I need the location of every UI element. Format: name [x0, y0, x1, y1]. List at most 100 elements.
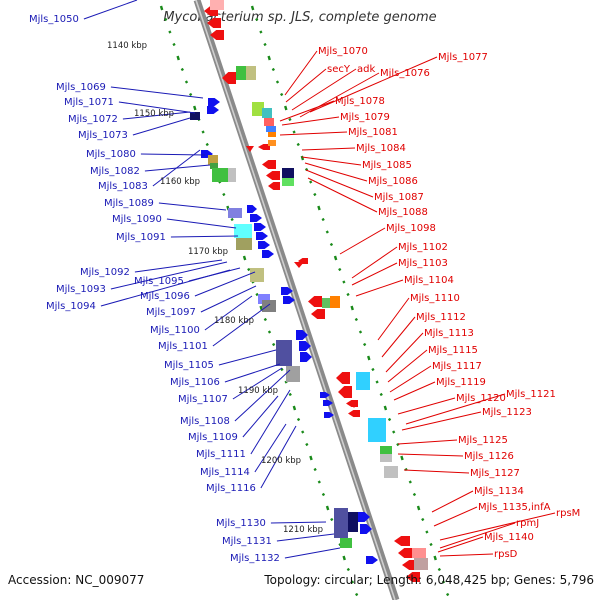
tick-dot [437, 567, 441, 572]
gene-label: Mjls_1116 [206, 483, 256, 494]
domain-block [268, 140, 276, 146]
forward-gene [247, 205, 257, 213]
leader-line [301, 147, 356, 151]
forward-gene [358, 512, 370, 522]
tick-dot [350, 580, 355, 584]
gene-label: rpmJ [516, 518, 539, 529]
domain-block [246, 66, 256, 80]
domain-block [234, 224, 252, 238]
genome-summary-text: Topology: circular; Length: 6,048,425 bp… [264, 573, 594, 587]
domain-block [262, 108, 272, 118]
leader-line [152, 149, 201, 187]
tick-dot [313, 467, 317, 472]
gene-label: Mjls_1107 [178, 394, 228, 405]
tick-dot [330, 517, 334, 522]
gene-label: Mjls_1098 [386, 223, 436, 234]
tick-dot [329, 242, 334, 247]
tick-dot [193, 105, 197, 111]
domain-block [208, 155, 218, 165]
tick-dot [433, 555, 437, 561]
tick-dot [396, 442, 400, 447]
kbp-tick-label: 1170 kbp [188, 247, 228, 257]
tick-dot [255, 292, 259, 297]
reverse-gene [311, 309, 325, 319]
tick-dot [292, 405, 297, 411]
domain-block [266, 126, 276, 132]
gene-label: Mjls_1083 [98, 181, 148, 192]
forward-gene [281, 287, 293, 295]
leader-line [401, 411, 482, 431]
leader-line [284, 547, 341, 559]
leader-line [279, 131, 348, 136]
leader-line [194, 271, 256, 297]
domain-block [250, 268, 264, 282]
tick-dot [172, 42, 176, 47]
leader-line [134, 259, 223, 273]
tick-dot [271, 67, 275, 72]
leader-line [403, 469, 470, 474]
reverse-gene [268, 182, 280, 190]
tick-dot [259, 305, 263, 311]
tick-dot [267, 330, 272, 334]
reverse-gene [262, 160, 276, 169]
forward-gene [296, 330, 308, 340]
leader-line [270, 521, 327, 524]
tick-dot [292, 130, 296, 134]
domain-block [380, 454, 392, 462]
gene-label: Mjls_1100 [150, 325, 200, 336]
domain-block [212, 168, 228, 182]
tick-dot [392, 430, 396, 434]
reverse-gene [246, 146, 254, 152]
gene-label: Mjls_1111 [196, 449, 246, 460]
leader-line [204, 295, 253, 331]
forward-gene [300, 352, 312, 362]
tick-dot [379, 392, 383, 397]
domain-block [348, 512, 358, 532]
tick-dot [288, 117, 292, 122]
gene-label: Mjls_1072 [68, 114, 118, 125]
tick-dot [342, 555, 346, 561]
gene-label: Mjls_1093 [56, 284, 106, 295]
leader-line [397, 453, 464, 457]
forward-gene [208, 98, 220, 106]
gene-label: Mjls_1077 [438, 52, 488, 63]
domain-block [412, 548, 426, 558]
tick-dot [408, 480, 412, 484]
tick-dot [313, 192, 317, 197]
tick-dot [321, 492, 326, 497]
tick-dot [309, 180, 313, 184]
domain-block [384, 466, 398, 478]
leader-line [339, 227, 386, 255]
forward-gene [254, 223, 266, 231]
domain-block [210, 163, 218, 169]
leader-line [110, 261, 228, 290]
leader-line [351, 262, 398, 286]
gene-label: adk [357, 64, 375, 75]
forward-gene [250, 214, 262, 222]
leader-line [377, 297, 410, 341]
leader-line [118, 101, 196, 114]
tick-dot [416, 505, 421, 511]
tick-dot [358, 330, 363, 334]
tick-dot [383, 405, 388, 411]
leader-line [170, 235, 239, 238]
kbp-tick-label: 1180 kbp [214, 316, 254, 326]
gene-label: Mjls_1104 [404, 275, 454, 286]
tick-dot [446, 592, 450, 597]
domain-block [322, 298, 330, 308]
tick-dot [288, 392, 292, 397]
gene-label: Mjls_1097 [146, 307, 196, 318]
reverse-gene [338, 386, 352, 398]
gene-label: rpsD [494, 549, 518, 560]
tick-dot [159, 5, 164, 11]
gene-label: Mjls_1132 [230, 553, 280, 564]
leader-line [250, 389, 291, 455]
reverse-gene [348, 410, 360, 417]
label-leader-lines [83, 0, 556, 559]
leader-line [439, 522, 516, 549]
gene-label: Mjls_1071 [64, 97, 114, 108]
leader-line [100, 269, 231, 307]
gene-label: Mjls_1095 [134, 276, 184, 287]
forward-gene [262, 250, 274, 258]
